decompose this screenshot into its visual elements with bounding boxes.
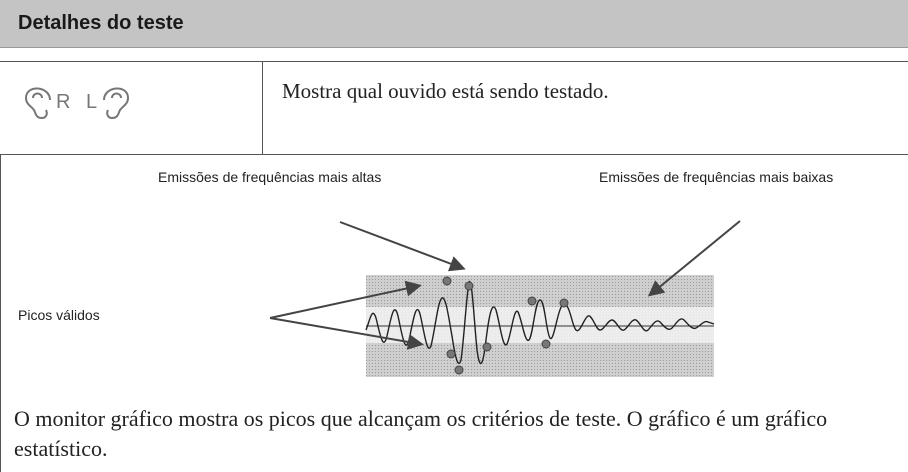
table-divider [262, 61, 263, 155]
ear-description: Mostra qual ouvido está sendo testado. [282, 79, 609, 103]
peak-marker [464, 281, 474, 291]
waveform-line [365, 281, 715, 365]
peak-marker [527, 296, 537, 306]
section-header: Detalhes do teste [0, 0, 908, 48]
label-low-frequency: Emissões de frequências mais baixas [599, 169, 834, 185]
ear-left-letter: L [86, 91, 97, 113]
ear-right-left-icon: R L [24, 87, 130, 120]
waveform-center-band [366, 307, 714, 343]
panel-border [0, 155, 1, 472]
ear-row [0, 61, 908, 155]
label-high-frequency: Emissões de frequências mais altas [158, 169, 382, 185]
section-title: Detalhes do teste [18, 12, 184, 34]
arrow-valid-peak-lower [269, 317, 424, 350]
peak-marker [446, 349, 456, 359]
peak-marker [454, 365, 464, 375]
arrow-high-frequency [339, 221, 466, 272]
peak-marker [541, 339, 551, 349]
label-valid-peaks: Picos válidos [18, 307, 100, 323]
peak-marker [482, 342, 492, 352]
arrow-valid-peak-upper [269, 280, 422, 319]
arrow-low-frequency [647, 220, 741, 297]
caption-text: O monitor gráfico mostra os picos que al… [14, 406, 828, 461]
peak-marker [559, 298, 569, 308]
ear-right-letter: R [56, 91, 70, 113]
peak-marker [442, 276, 452, 286]
